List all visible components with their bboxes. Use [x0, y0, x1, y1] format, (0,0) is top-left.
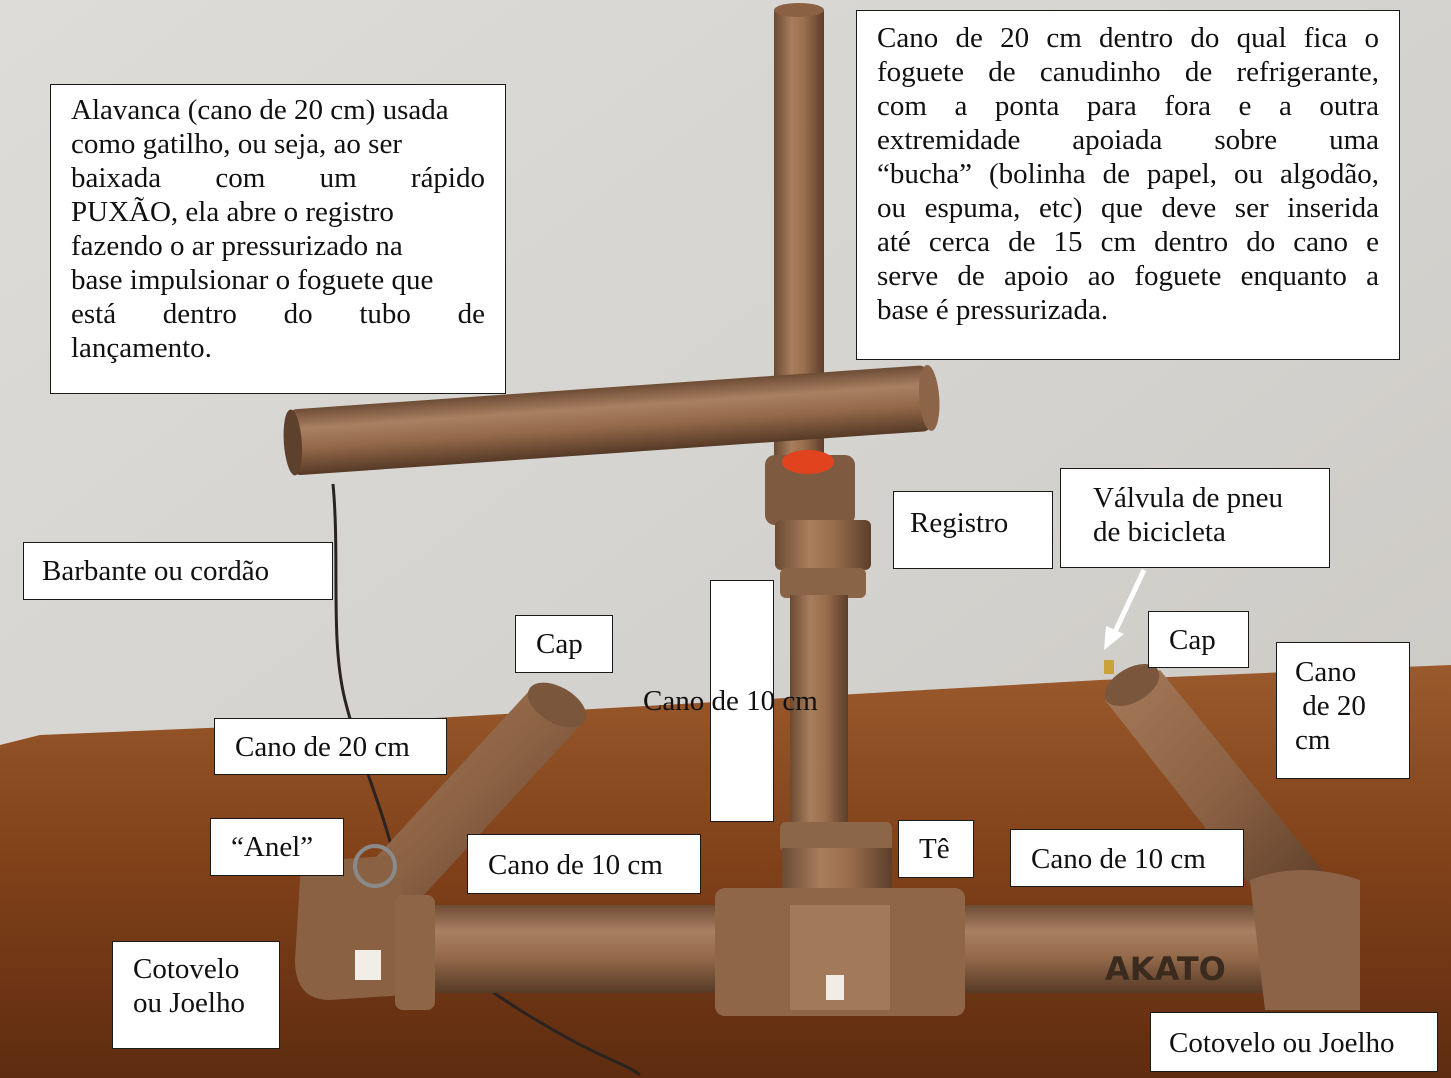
- cap-left-text: Cap: [536, 628, 583, 660]
- label-anel: “Anel”: [210, 818, 344, 876]
- cano-10-vertical-text: Cano de 10 cm: [643, 685, 818, 717]
- valvula-line: de bicicleta: [1093, 516, 1226, 548]
- alavanca-line: está dentro do tubo de: [71, 298, 485, 330]
- alavanca-line: fazendo o ar pressurizado na: [71, 230, 403, 262]
- label-te: Tê: [898, 820, 974, 878]
- cano-20-right-line: cm: [1295, 724, 1331, 756]
- cano-foguete-line: com a ponta para fora e a outra: [877, 90, 1379, 122]
- label-barbante: Barbante ou cordão: [23, 542, 333, 600]
- te-text: Tê: [919, 833, 950, 865]
- cano-20-right-line: Cano: [1295, 656, 1357, 688]
- cano-10-left-text: Cano de 10 cm: [488, 849, 663, 881]
- registro-text: Registro: [910, 507, 1009, 539]
- alavanca-line: Alavanca (cano de 20 cm) usada: [71, 94, 449, 126]
- cano-foguete-line: foguete de canudinho de refrigerante,: [877, 56, 1379, 88]
- label-cano-foguete: Cano de 20 cm dentro do qual fica o fogu…: [856, 10, 1400, 360]
- cano-10-right-text: Cano de 10 cm: [1031, 843, 1206, 875]
- brand-text: AKATO: [1105, 950, 1226, 988]
- cap-right-text: Cap: [1169, 624, 1216, 656]
- label-cano-10-vertical: [710, 580, 774, 822]
- valvula-arrow-icon: [1104, 568, 1147, 650]
- label-cotovelo-right: Cotovelo ou Joelho: [1150, 1012, 1438, 1072]
- label-valvula: Válvula de pneu de bicicleta: [1060, 468, 1330, 568]
- cotovelo-left-line: ou Joelho: [133, 987, 245, 1019]
- alavanca-line: baixada com um rápido: [71, 162, 485, 194]
- cano-foguete-line: “bucha” (bolinha de papel, ou algodão,: [877, 158, 1379, 190]
- anel-text: “Anel”: [231, 831, 314, 863]
- label-cotovelo-left: Cotovelo ou Joelho: [112, 941, 280, 1049]
- cano-foguete-line: serve de apoio ao foguete enquanto a: [877, 260, 1379, 292]
- label-cano-10-left: Cano de 10 cm: [467, 834, 701, 894]
- label-cap-left: Cap: [515, 615, 613, 673]
- cotovelo-right-text: Cotovelo ou Joelho: [1169, 1027, 1395, 1059]
- alavanca-line: base impulsionar o foguete que: [71, 264, 434, 296]
- alavanca-line: lançamento.: [71, 332, 212, 364]
- cotovelo-left-line: Cotovelo: [133, 953, 240, 985]
- cano-foguete-line: ou espuma, etc) que deve ser inserida: [877, 192, 1379, 224]
- cano-foguete-line: base é pressurizada.: [877, 294, 1109, 326]
- cano-foguete-line: extremidade apoiada sobre uma: [877, 124, 1379, 156]
- cano-foguete-line: Cano de 20 cm dentro do qual fica o: [877, 22, 1379, 54]
- label-cano-20-left: Cano de 20 cm: [214, 718, 447, 775]
- label-registro: Registro: [893, 491, 1053, 569]
- cano-20-right-line: de 20: [1295, 690, 1366, 722]
- cano-20-left-text: Cano de 20 cm: [235, 731, 410, 763]
- barbante-text: Barbante ou cordão: [42, 555, 270, 587]
- alavanca-line: como gatilho, ou seja, ao ser: [71, 128, 402, 160]
- alavanca-line: PUXÃO, ela abre o registro: [71, 196, 394, 228]
- label-cano-10-right: Cano de 10 cm: [1010, 829, 1244, 887]
- cano-foguete-line: até cerca de 15 cm dentro do cano e: [877, 226, 1379, 258]
- label-alavanca: Alavanca (cano de 20 cm) usada como gati…: [50, 84, 506, 394]
- label-cano-20-right: Cano de 20 cm: [1276, 642, 1410, 779]
- valvula-line: Válvula de pneu: [1093, 482, 1284, 514]
- label-cap-right: Cap: [1148, 611, 1249, 668]
